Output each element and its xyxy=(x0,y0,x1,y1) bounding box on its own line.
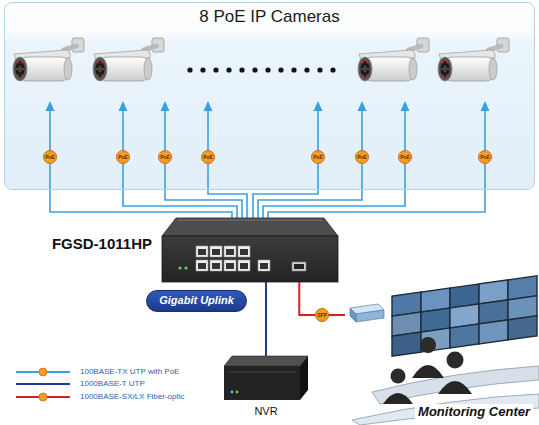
poe-badge: PoE xyxy=(355,150,369,164)
camera-band: 8 PoE IP Cameras xyxy=(4,2,535,190)
ip-camera xyxy=(438,38,509,81)
badge-anchor: PoE xyxy=(355,150,369,164)
switch-model: FGSD-1011HP xyxy=(52,235,152,253)
ellipsis-dots xyxy=(187,67,335,72)
legend-sample xyxy=(14,392,72,402)
legend-line xyxy=(16,383,70,385)
nvr-box: NVR xyxy=(224,356,308,402)
poe-badge: PoE xyxy=(311,150,325,164)
badge-anchor: PoE xyxy=(158,150,172,164)
poe-badge: PoE xyxy=(398,150,412,164)
legend-dot xyxy=(39,393,47,401)
monitoring-room xyxy=(350,276,539,425)
poe-arrowheads xyxy=(46,101,490,111)
ip-camera xyxy=(93,38,164,81)
legend-row: 1000BASE-SX/LX Fiber-optic xyxy=(14,387,185,398)
legend-text: 1000BASE-SX/LX Fiber-optic xyxy=(80,392,185,402)
legend-text: 100BASE-TX UTP with PoE xyxy=(80,367,179,377)
monitoring-center: Monitoring Center xyxy=(345,270,539,425)
monitoring-label: Monitoring Center xyxy=(415,404,533,420)
poe-badge: PoE xyxy=(43,150,57,164)
badge-anchor: PoE xyxy=(398,150,412,164)
switch-device xyxy=(162,218,338,282)
legend-text: 1000BASE-T UTP xyxy=(80,379,145,389)
badge-anchor: PoE xyxy=(201,150,215,164)
nvr-device xyxy=(224,356,308,400)
nvr-label: NVR xyxy=(254,405,277,418)
legend-sample xyxy=(14,367,72,377)
badge-anchor: PoE xyxy=(116,150,130,164)
uplink-label: Gigabit Uplink xyxy=(159,294,234,307)
sfp-badge: SFP xyxy=(315,308,329,322)
uplink-cable-line xyxy=(265,282,267,356)
ip-camera xyxy=(13,38,84,81)
badge-anchor: PoE xyxy=(478,150,492,164)
legend-sample xyxy=(14,379,72,389)
uplink-pill: Gigabit Uplink xyxy=(146,290,247,312)
uplink-cable xyxy=(266,282,267,356)
poe-wires xyxy=(50,110,485,222)
badge-anchor: PoE xyxy=(311,150,325,164)
poe-badge: PoE xyxy=(201,150,215,164)
ip-camera xyxy=(358,38,429,81)
legend-row: 1000BASE-T UTP xyxy=(14,375,145,386)
legend-dot xyxy=(39,368,47,376)
band-ground xyxy=(5,3,535,190)
poe-badge: PoE xyxy=(158,150,172,164)
band-title: 8 PoE IP Cameras xyxy=(199,7,339,27)
switch-box: FGSD-1011HP xyxy=(162,218,338,282)
legend-row: 100BASE-TX UTP with PoE xyxy=(14,362,179,373)
badge-anchor: SFP xyxy=(315,308,329,322)
badge-anchor: PoE xyxy=(43,150,57,164)
poe-badge: PoE xyxy=(116,150,130,164)
poe-badge: PoE xyxy=(478,150,492,164)
